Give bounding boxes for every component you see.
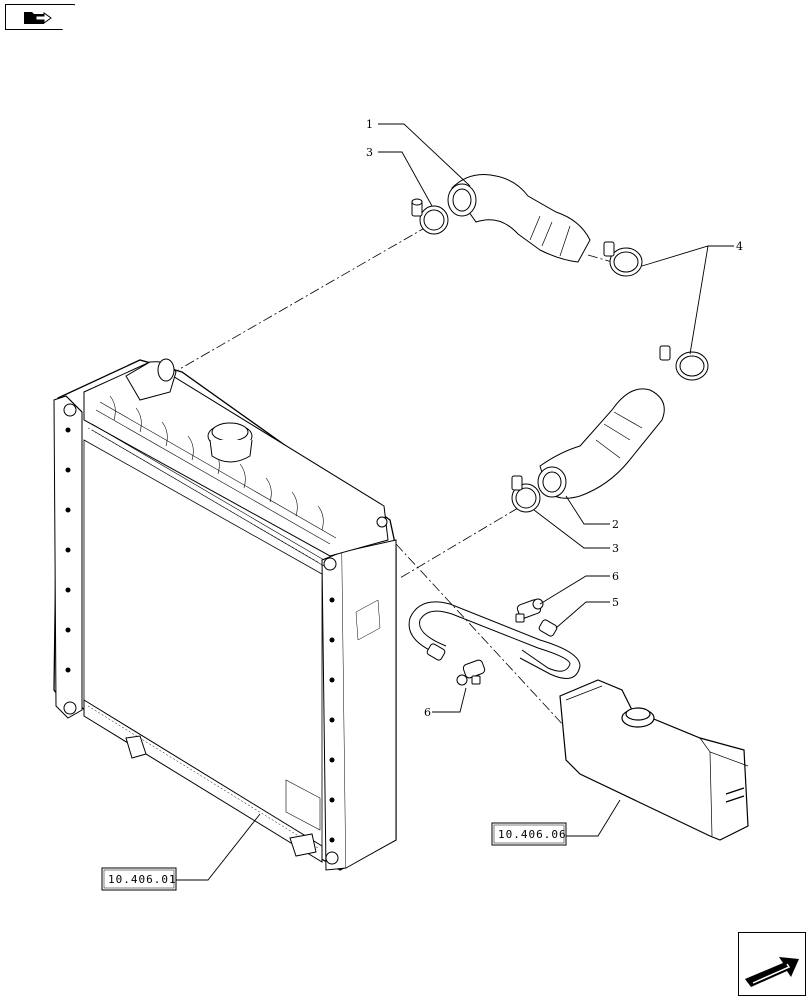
ref-tank-label: 10.406.06 [498, 828, 567, 841]
callout-3: 3 [612, 542, 619, 555]
overflow-hose[interactable] [408, 601, 581, 679]
upper-hose[interactable] [447, 174, 591, 263]
ref-tank[interactable]: 10.406.06 [491, 822, 567, 846]
hose-clamp[interactable] [659, 345, 709, 381]
hose-clamp[interactable] [603, 241, 643, 277]
callout-3: 3 [366, 146, 373, 159]
leader-lines [176, 123, 734, 881]
expansion-tank[interactable] [559, 679, 749, 841]
callout-1: 1 [366, 118, 373, 131]
ref-radiator[interactable]: 10.406.01 [101, 867, 177, 891]
callout-6: 6 [612, 570, 619, 583]
callout-5: 5 [612, 596, 619, 609]
next-page-arrow-icon [745, 957, 799, 987]
hose-fitting[interactable] [515, 598, 544, 623]
assembly-lines [177, 225, 613, 729]
callout-2: 2 [612, 518, 619, 531]
prev-page-button[interactable] [5, 4, 75, 30]
hose-clamp[interactable] [411, 198, 449, 235]
callout-4: 4 [736, 240, 743, 253]
folder-arrow-icon [24, 12, 52, 24]
hose-fitting[interactable] [456, 659, 486, 686]
callout-6: 6 [424, 706, 431, 719]
ref-radiator-label: 10.406.01 [108, 873, 177, 886]
hose-clamp[interactable] [511, 475, 541, 513]
radiator[interactable] [53, 358, 397, 871]
lower-hose[interactable] [537, 388, 665, 499]
next-page-button[interactable] [738, 932, 806, 996]
